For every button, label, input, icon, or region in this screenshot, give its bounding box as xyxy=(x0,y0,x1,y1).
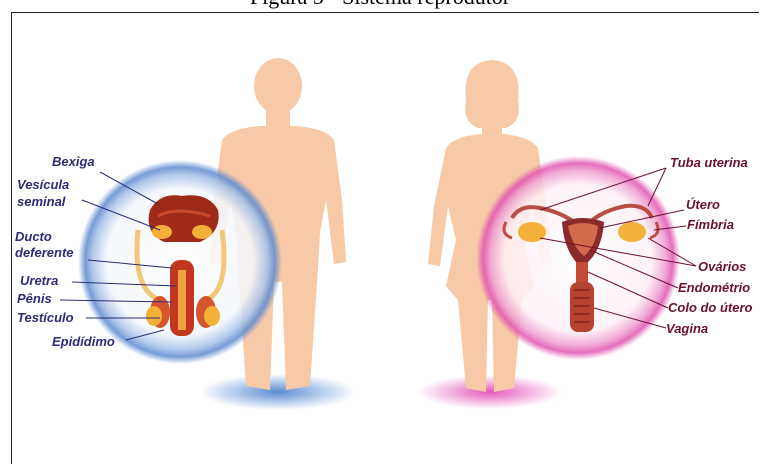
label-ducto-line2: deferente xyxy=(15,245,74,260)
label-utero: Útero xyxy=(686,197,720,212)
label-uretra: Uretra xyxy=(20,273,58,288)
label-endometrio: Endométrio xyxy=(678,280,750,295)
label-vesicula-line1: Vesícula xyxy=(17,177,69,192)
label-ducto-line1: Ducto xyxy=(15,229,52,244)
label-colo-do-utero: Colo do útero xyxy=(668,300,753,315)
label-penis: Pênis xyxy=(17,291,52,306)
label-fimbria: Fímbria xyxy=(687,217,734,232)
male-floor-shadow xyxy=(200,374,356,410)
label-ovarios: Ovários xyxy=(698,259,746,274)
label-epididimo: Epidídimo xyxy=(52,334,115,349)
label-vesicula-line2: seminal xyxy=(17,194,66,209)
female-floor-shadow xyxy=(418,375,562,409)
label-tuba-uterina: Tuba uterina xyxy=(670,155,748,170)
label-vagina: Vagina xyxy=(666,321,708,336)
label-testiculo: Testículo xyxy=(17,310,74,325)
label-bexiga: Bexiga xyxy=(52,154,95,169)
